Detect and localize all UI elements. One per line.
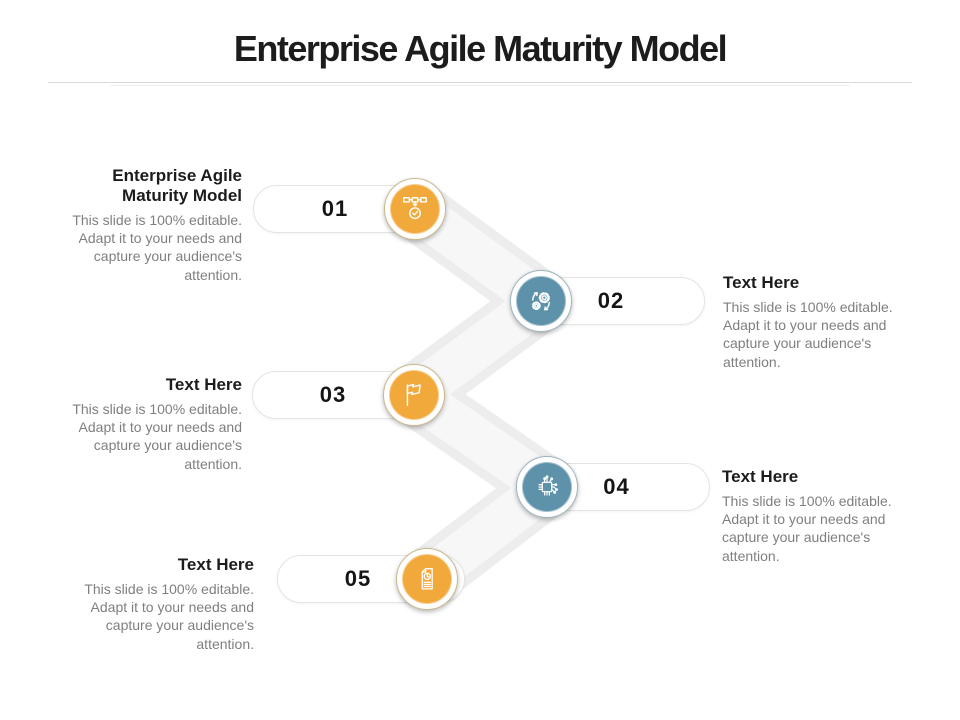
item-number: 01	[321, 196, 349, 221]
item-node-01	[384, 178, 446, 240]
item-body: This slide is 100% editable. Adapt it to…	[722, 493, 892, 564]
slide-title: Enterprise Agile Maturity Model	[233, 28, 728, 69]
item-node-01-fill	[390, 184, 440, 234]
title-divider-shadow	[110, 85, 850, 86]
title-divider	[48, 82, 912, 83]
item-number: 05	[344, 566, 372, 591]
item-text-04: Text Here This slide is 100% editable. A…	[722, 467, 902, 565]
item-node-05-fill	[402, 554, 452, 604]
item-text-02: Text Here This slide is 100% editable. A…	[723, 273, 903, 371]
gears-sync-icon	[531, 292, 550, 311]
item-number: 04	[603, 474, 630, 499]
item-node-03-fill	[389, 370, 439, 420]
item-node-03	[383, 364, 445, 426]
item-heading: Text Here	[177, 555, 254, 574]
item-text-01: Enterprise Agile Maturity Model This sli…	[70, 166, 242, 284]
microchip-icon	[538, 475, 558, 496]
report-icon	[421, 568, 433, 590]
item-node-02-fill	[516, 276, 566, 326]
item-heading: Enterprise Agile Maturity Model	[112, 166, 242, 206]
item-body: This slide is 100% editable. Adapt it to…	[723, 299, 893, 370]
item-text-03: Text Here This slide is 100% editable. A…	[70, 375, 242, 473]
item-node-04-fill	[522, 462, 572, 512]
item-body: This slide is 100% editable. Adapt it to…	[72, 401, 242, 472]
workflow-timer-icon	[403, 197, 427, 220]
item-node-02	[510, 270, 572, 332]
flag-icon	[406, 383, 421, 407]
item-node-05	[396, 548, 458, 610]
item-number: 03	[319, 382, 347, 407]
item-heading: Text Here	[165, 375, 242, 394]
item-heading: Text Here	[723, 273, 800, 292]
item-body: This slide is 100% editable. Adapt it to…	[72, 212, 242, 283]
item-number: 02	[597, 288, 625, 313]
item-node-04	[516, 456, 578, 518]
item-heading: Text Here	[722, 467, 799, 486]
item-body: This slide is 100% editable. Adapt it to…	[84, 581, 254, 652]
item-text-05: Text Here This slide is 100% editable. A…	[82, 555, 254, 653]
